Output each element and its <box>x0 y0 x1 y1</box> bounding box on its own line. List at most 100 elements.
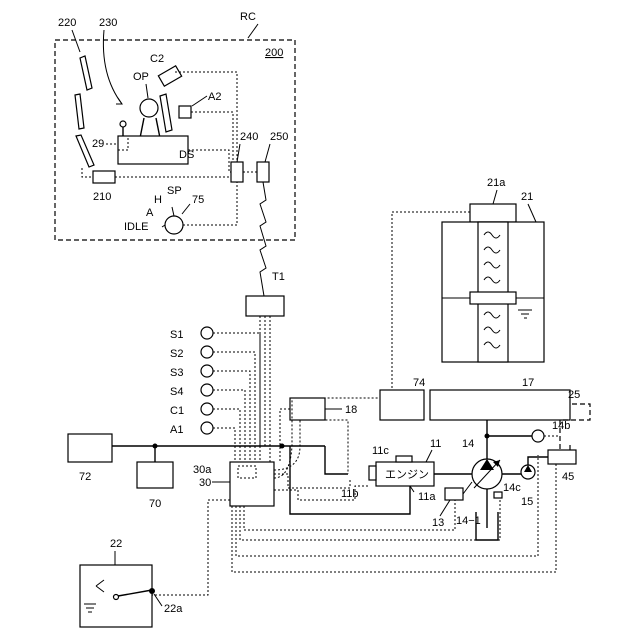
throttle-pointer <box>172 207 174 216</box>
sensor-a2-label: A2 <box>208 91 221 103</box>
junction-30 <box>280 444 285 449</box>
pilot-line-25-label: 25 <box>568 389 580 401</box>
remote-controller-number: 200 <box>265 47 283 59</box>
camera-c1-label: C1 <box>170 405 184 417</box>
sensor-s2-label: S2 <box>170 348 183 360</box>
rc-leader <box>248 24 258 38</box>
controller-to-13-wiring <box>244 500 455 530</box>
controller-to-engine-wiring <box>274 474 350 488</box>
transceiver-t1-label: T1 <box>272 271 285 283</box>
operator-area-arrowhead <box>116 98 122 104</box>
unit-21a <box>470 204 516 222</box>
sensor-14c <box>494 492 502 498</box>
sensor-s3-label: S3 <box>170 367 183 379</box>
battery-72-label: 72 <box>79 471 91 483</box>
sensor-13 <box>445 488 463 500</box>
pilot-pump-15-label: 15 <box>521 496 533 508</box>
pump-14-label: 14 <box>462 438 474 450</box>
seat-wiring <box>82 168 93 177</box>
fuel-tank-22-label: 22 <box>110 538 122 550</box>
remote-controller-group: RC 200 220 230 C2 OP A2 29 <box>55 11 295 240</box>
valve-center-block <box>470 292 516 304</box>
console-ds <box>118 136 188 164</box>
engine-part-11b <box>369 466 376 480</box>
operator-leader <box>146 84 148 98</box>
unit-17-label: 17 <box>522 377 534 389</box>
camera-c2-label: C2 <box>150 53 164 65</box>
throttle-a-label: A <box>146 207 154 219</box>
sensor-s3 <box>201 365 213 377</box>
sensor-s1 <box>201 327 213 339</box>
camera-c1 <box>201 403 213 415</box>
wireless-signal-zigzag <box>260 182 266 296</box>
throttle-dial <box>165 216 183 234</box>
unit-74-label: 74 <box>413 377 425 389</box>
lever-knob <box>120 121 126 127</box>
fuel-float-pivot <box>114 595 119 600</box>
unit-18 <box>290 398 325 420</box>
engine-name: エンジン <box>385 468 429 481</box>
controller-module-label: 30a <box>193 464 212 476</box>
unit-70 <box>137 462 173 488</box>
controller-to-22-wiring <box>152 500 230 595</box>
transceiver-t1 <box>246 296 284 316</box>
unit-250 <box>257 162 269 182</box>
seat-label: 220 <box>58 17 76 29</box>
unit-21a-label: 21a <box>487 177 506 189</box>
sensor-a1-label: A1 <box>170 424 183 436</box>
sensor-column: S1 S2 S3 S4 C1 A1 <box>170 316 270 462</box>
unit-210 <box>93 171 115 183</box>
engine-part-11c-label: 11c <box>372 445 389 457</box>
pressure-sensor-14b-label: 14b <box>552 420 570 432</box>
battery-72 <box>68 434 112 462</box>
lever-handle <box>160 94 172 132</box>
sensor-s2 <box>201 346 213 358</box>
sensor-a2 <box>179 106 191 118</box>
operator-arms <box>140 118 160 138</box>
engine-part-11a-label: 11a <box>418 491 436 503</box>
sensor-a2-leader <box>192 96 207 106</box>
sensor-14c-label: 14c <box>503 482 521 494</box>
operator-area-label: 230 <box>99 17 117 29</box>
oil-tank-label: 14−1 <box>456 515 481 527</box>
fuel-level-sensor-label: 22a <box>164 603 183 615</box>
valve-block-21: 21a 21 <box>442 177 544 362</box>
throttle-idle-label: IDLE <box>124 221 148 233</box>
seat-shape <box>75 56 94 167</box>
unit-17 <box>430 390 570 420</box>
pressure-sensor-14b <box>532 430 544 442</box>
sensor-13-label: 13 <box>432 517 444 529</box>
operator-head <box>140 99 158 117</box>
unit-240-label: 240 <box>240 131 258 143</box>
unit-18-wiring <box>280 409 290 462</box>
operator-area-arrow <box>103 30 122 104</box>
valve-45 <box>548 450 576 464</box>
valve-45-label: 45 <box>562 471 574 483</box>
wireless-link: T1 <box>246 182 285 316</box>
console-wiring <box>188 150 231 172</box>
throttle-sp-label: SP <box>167 185 182 197</box>
sensor-s4 <box>201 384 213 396</box>
unit-18-label: 18 <box>345 404 357 416</box>
unit-240 <box>231 162 243 182</box>
unit-210-label: 210 <box>93 191 111 203</box>
tank-21-label: 21 <box>521 191 533 203</box>
unit-leaders <box>237 144 270 162</box>
sensor-s1-label: S1 <box>170 329 183 341</box>
a2-wiring <box>191 112 233 162</box>
engine-11-label: 11 <box>430 438 441 450</box>
lever-switch-label: 29 <box>92 138 104 150</box>
unit-74 <box>380 390 424 420</box>
seat-leader <box>72 30 80 52</box>
unit-250-label: 250 <box>270 131 288 143</box>
throttle-dial-leader <box>182 204 190 214</box>
sensor-a1 <box>201 422 213 434</box>
power-to-engine <box>325 446 348 474</box>
engine-part-11c <box>396 456 412 462</box>
console-ds-label: DS <box>179 149 194 161</box>
engine-part-11b-label: 11b <box>341 488 359 500</box>
rc-label: RC <box>240 11 256 23</box>
t1-to-controller-wiring <box>260 316 270 446</box>
controller-30-label: 30 <box>199 477 211 489</box>
